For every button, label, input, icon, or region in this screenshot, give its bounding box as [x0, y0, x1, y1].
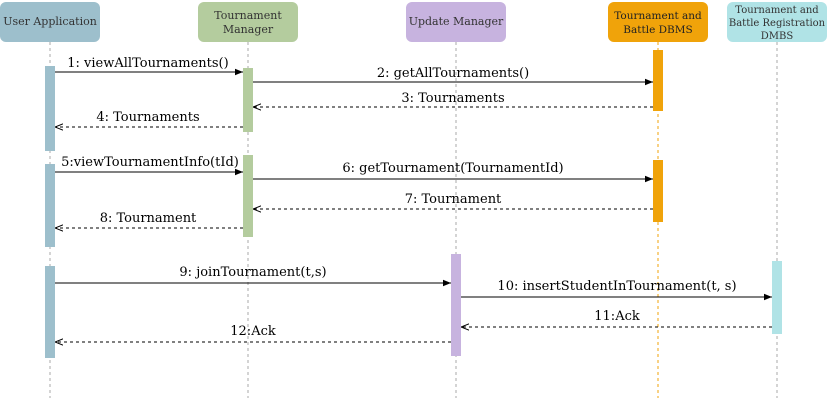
activation-tm-2	[243, 155, 253, 237]
message-5: 5:viewTournamentInfo(tId)	[55, 155, 243, 176]
message-7-label: 7: Tournament	[405, 192, 502, 207]
message-3: 3: Tournaments	[253, 91, 653, 107]
participant-db1-label-2: Battle DBMS	[623, 24, 692, 36]
message-9: 9: joinTournament(t,s)	[55, 265, 451, 287]
message-10: 10: insertStudentInTournament(t, s)	[461, 279, 772, 301]
message-1: 1: viewAllTournaments()	[55, 56, 243, 76]
message-6-label: 6: getTournament(TournamentId)	[342, 161, 563, 176]
message-6: 6: getTournament(TournamentId)	[253, 161, 653, 183]
activation-user-3	[45, 266, 55, 358]
message-11-label: 11:Ack	[594, 309, 640, 324]
message-4: 4: Tournaments	[55, 110, 243, 127]
message-8-label: 8: Tournament	[100, 211, 197, 226]
participant-battle-dbms: Tournament and Battle DBMS	[608, 2, 708, 42]
activation-tm-1	[243, 68, 253, 132]
message-5-label: 5:viewTournamentInfo(tId)	[61, 155, 239, 170]
message-12-label: 12:Ack	[230, 324, 276, 339]
participant-db2-label-2: Battle Registration	[729, 18, 826, 29]
activation-user-2	[45, 164, 55, 247]
message-11: 11:Ack	[461, 309, 772, 327]
participant-tournament-manager: Tournament Manager	[198, 2, 298, 42]
message-12: 12:Ack	[55, 324, 451, 342]
message-3-label: 3: Tournaments	[401, 91, 504, 106]
message-8: 8: Tournament	[55, 211, 243, 228]
message-10-label: 10: insertStudentInTournament(t, s)	[497, 279, 736, 294]
message-2-label: 2: getAllTournaments()	[377, 66, 529, 81]
activation-db2-1	[772, 261, 782, 334]
participant-registration-dbms: Tournament and Battle Registration DMBS	[727, 2, 827, 42]
participant-db2-label-3: DMBS	[761, 31, 794, 42]
activation-db1-1	[653, 50, 663, 111]
activation-um-1	[451, 254, 461, 356]
participant-tm-label-1: Tournament	[214, 9, 282, 22]
message-7: 7: Tournament	[253, 192, 653, 209]
participant-tm-label-2: Manager	[223, 23, 274, 36]
message-4-label: 4: Tournaments	[96, 110, 199, 125]
activation-user-1	[45, 66, 55, 151]
message-1-label: 1: viewAllTournaments()	[67, 56, 228, 71]
participant-db1-label-1: Tournament and	[614, 10, 702, 22]
message-2: 2: getAllTournaments()	[253, 66, 653, 86]
participant-um-label: Update Manager	[409, 15, 504, 28]
participant-user-label: User Application	[3, 15, 97, 28]
activation-db1-2	[653, 160, 663, 222]
participant-user: User Application	[0, 2, 100, 42]
message-9-label: 9: joinTournament(t,s)	[179, 265, 326, 280]
participant-update-manager: Update Manager	[406, 2, 506, 42]
participant-db2-label-1: Tournament and	[735, 5, 819, 16]
